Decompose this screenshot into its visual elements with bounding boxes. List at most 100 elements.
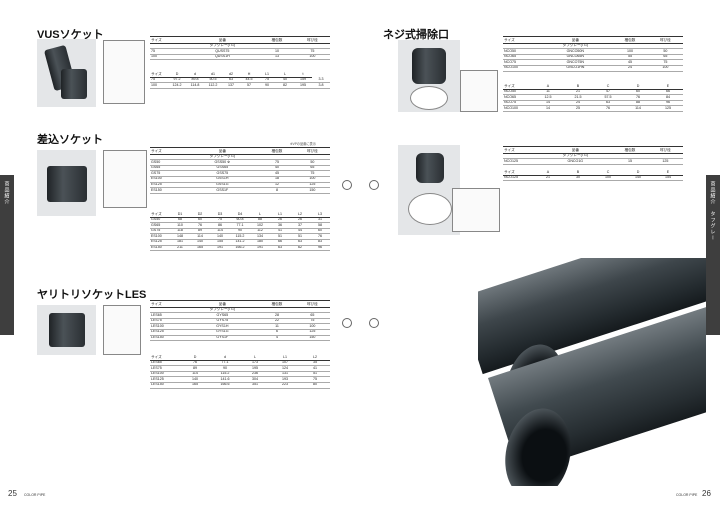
- table-cell: 137: [222, 82, 240, 89]
- table-cell: 89.8: [186, 77, 204, 84]
- column-header: 呼び径: [294, 149, 330, 155]
- column-header: 呼び径: [647, 38, 683, 44]
- table-cell: 10: [259, 48, 295, 55]
- column-header: L1: [258, 72, 276, 78]
- table-cell: 11: [533, 89, 563, 96]
- table-cell: 77.1: [210, 360, 240, 367]
- column-header: D: [623, 170, 653, 176]
- table-cell: 75: [259, 159, 295, 166]
- column-header: 梱包数: [259, 38, 295, 44]
- table-cell: 75: [150, 77, 168, 84]
- table-cell: GS50: [150, 159, 186, 166]
- table-cell: 45: [259, 170, 295, 177]
- column-header: 梱包数: [612, 148, 648, 154]
- table-cell: GYS1F: [185, 335, 260, 342]
- table-cell: 107: [270, 360, 300, 367]
- sashikomi-socket-photo: [37, 150, 96, 216]
- table-cell: 24: [563, 100, 593, 107]
- table-cell: 47: [593, 89, 623, 96]
- table-cell: GSS75: [185, 170, 260, 177]
- table-cell: 60.8: [230, 217, 250, 224]
- subheader-cell: [259, 43, 295, 50]
- table-cell: 75: [294, 170, 330, 177]
- column-header: 梱包数: [612, 38, 648, 44]
- column-header: 品番: [538, 148, 613, 154]
- binder-ring: [342, 318, 352, 328]
- subheader-cell: [294, 43, 330, 50]
- vus-table1-rule: [150, 36, 330, 37]
- column-header: 品番: [185, 302, 260, 308]
- binder-ring: [369, 318, 379, 328]
- table-cell: 14: [533, 105, 563, 112]
- nejishiki-cleanout-125-photo: [398, 145, 460, 235]
- table-cell: 140: [190, 239, 210, 246]
- table-cell: 21: [563, 89, 593, 96]
- column-header: d1: [204, 72, 222, 78]
- column-header: H: [240, 72, 258, 78]
- table-subheader-row: タフグレー(TG): [150, 43, 330, 50]
- table-cell: 82: [276, 82, 294, 89]
- table-cell: 124.2: [168, 82, 186, 89]
- table-cell: 24: [612, 65, 648, 72]
- table-cell: LES125: [150, 329, 186, 336]
- table-cell: 180: [250, 239, 270, 246]
- table-cell: 62: [290, 245, 310, 252]
- table-cell: 22: [259, 318, 295, 325]
- table-cell: 41: [300, 365, 330, 372]
- table-cell: 26: [270, 217, 290, 224]
- table-cell: 21.5: [563, 94, 593, 101]
- table-cell: 166.2: [230, 245, 250, 252]
- table-cell: 165: [190, 245, 210, 252]
- table-cell: 26: [290, 217, 310, 224]
- column-header: t: [294, 72, 312, 78]
- table-cell: LES75: [150, 318, 186, 325]
- table-header-row: サイズ品番梱包数呼び径: [150, 149, 330, 155]
- column-header: B: [563, 84, 593, 90]
- table-cell: 31: [310, 217, 330, 224]
- table-cell: NCO65: [503, 94, 533, 101]
- table-cell: 12.5: [533, 94, 563, 101]
- column-header: D4: [230, 212, 250, 218]
- sashikomi-note: ※VPの品番に表示: [290, 142, 316, 146]
- subheader-cell: [647, 153, 683, 160]
- table-cell: 100: [294, 54, 330, 61]
- table-cell: GNCO1HN: [538, 65, 613, 72]
- table-cell: 75: [258, 77, 276, 84]
- column-header: L2: [300, 355, 330, 361]
- table-cell: 41: [270, 228, 290, 235]
- table-cell: 134: [250, 233, 270, 240]
- table-cell: 140: [210, 233, 230, 240]
- table-cell: 88: [623, 100, 653, 107]
- column-header: D3: [210, 212, 230, 218]
- table-cell: QUSS1H: [185, 54, 260, 61]
- table-cell: ES125: [150, 182, 186, 189]
- table-cell: 83: [310, 239, 330, 246]
- column-header: C: [593, 84, 623, 90]
- table-cell: GNCO65N: [538, 54, 613, 61]
- table-cell: 100: [294, 176, 330, 183]
- table-cell: ES125: [150, 239, 170, 246]
- table-cell: 25: [563, 105, 593, 112]
- column-header: d: [210, 355, 240, 361]
- table-cell: 140: [623, 175, 653, 182]
- table-header-row: サイズ品番梱包数呼び径: [503, 148, 683, 154]
- table-cell: 110: [170, 222, 190, 229]
- left-page-number: 25: [8, 489, 17, 498]
- table-cell: 51: [270, 233, 290, 240]
- table-cell: 102: [250, 222, 270, 229]
